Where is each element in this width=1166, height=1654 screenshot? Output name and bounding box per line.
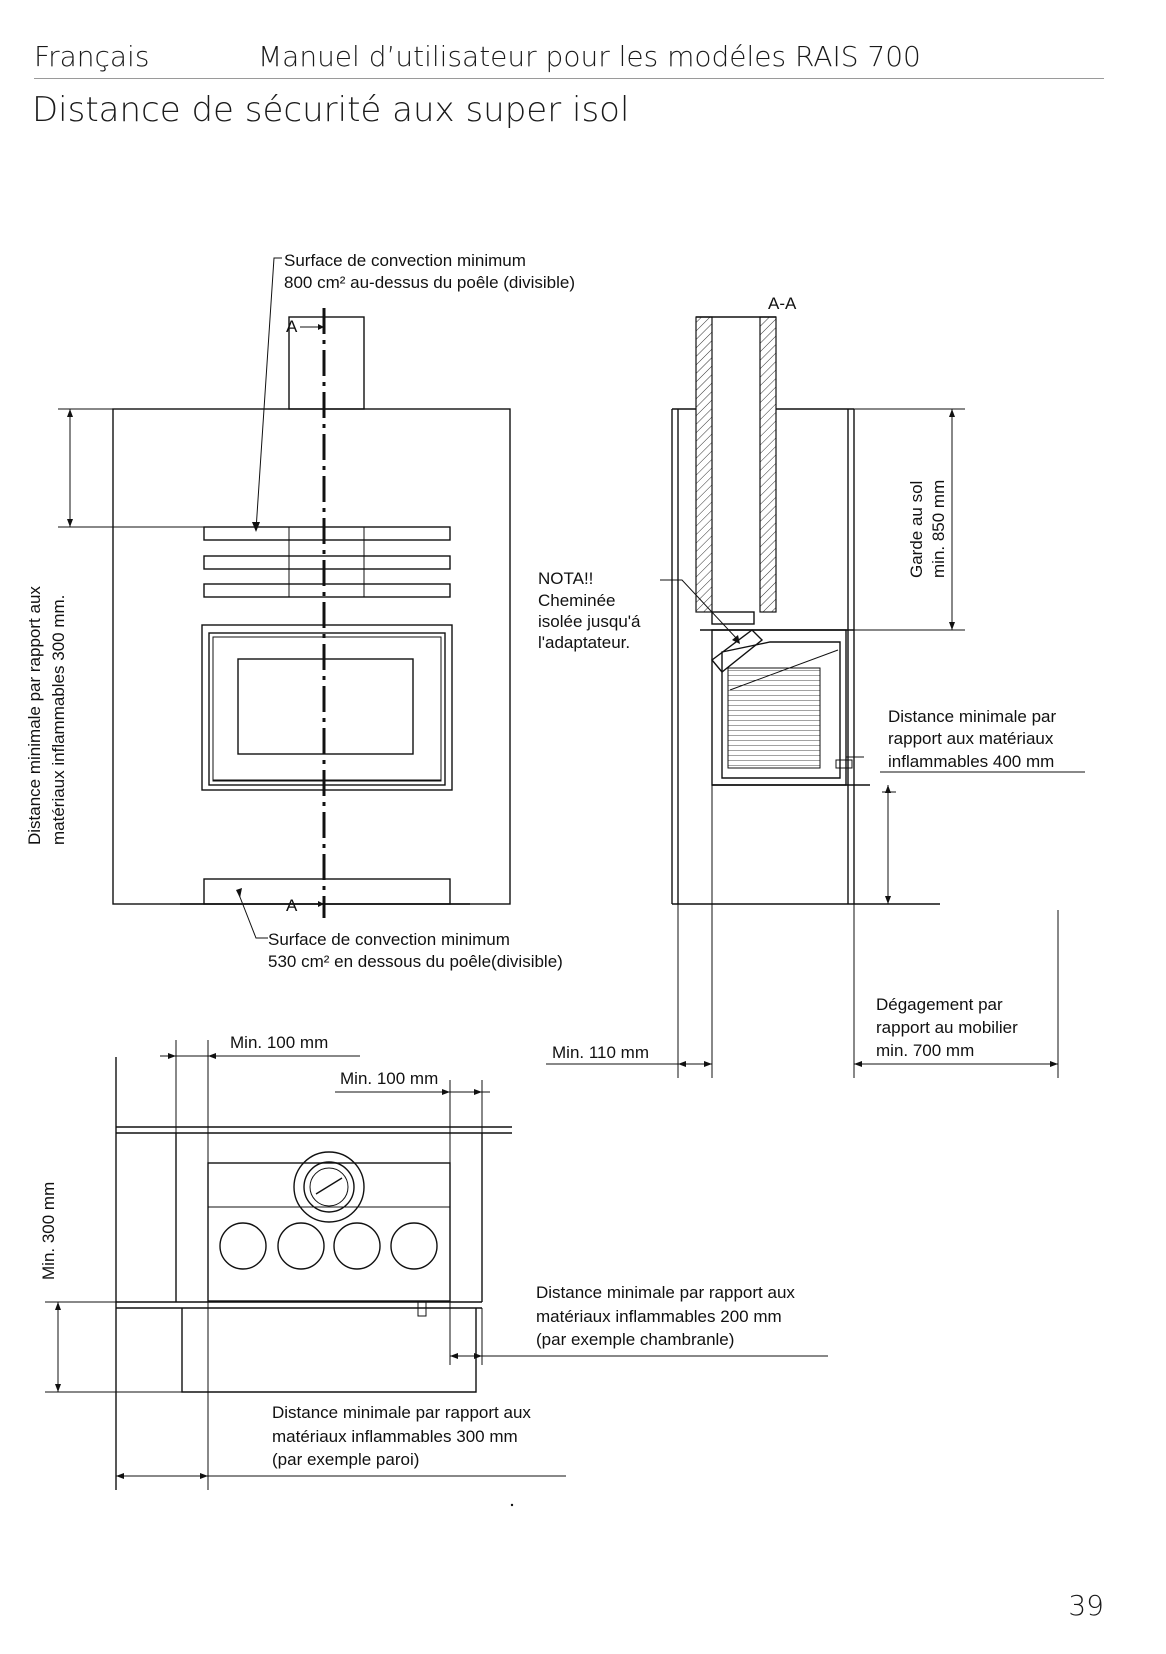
- nota-line4: l'adaptateur.: [538, 633, 630, 652]
- side-label-line2: matériaux inflammables 300 mm.: [49, 595, 68, 845]
- min-distance-400-line3: inflammables 400 mm: [888, 752, 1054, 771]
- min-100-a-label: Min. 100 mm: [230, 1033, 328, 1052]
- header-language: Français: [34, 40, 150, 73]
- min-300-label: Min. 300 mm: [39, 1182, 58, 1280]
- min-110-label: Min. 110 mm: [552, 1043, 649, 1062]
- furniture-line3: min. 700 mm: [876, 1041, 974, 1060]
- header-rule: [34, 78, 1104, 79]
- plan-view: Min. 100 mm Min. 100 mm Min. 300 mm Dist…: [39, 1033, 828, 1507]
- front-view: A A Surface de convection minimum 800 cm…: [25, 251, 575, 971]
- section-marker-bottom: A: [286, 896, 298, 915]
- nota-line1: NOTA!!: [538, 569, 593, 588]
- page-number: 39: [1068, 1589, 1104, 1622]
- floor-clearance-line2: min. 850 mm: [929, 480, 948, 578]
- nota-line2: Cheminée: [538, 591, 616, 610]
- convection-bottom-line2: 530 cm² en dessous du poêle(divisible): [268, 952, 563, 971]
- distance-200-line2: matériaux inflammables 200 mm: [536, 1307, 782, 1326]
- min-distance-400-line1: Distance minimale par: [888, 707, 1057, 726]
- nota-line3: isolée jusqu'á: [538, 612, 641, 631]
- distance-200-line3: (par exemple chambranle): [536, 1330, 734, 1349]
- furniture-line2: rapport au mobilier: [876, 1018, 1018, 1037]
- convection-top-line1: Surface de convection minimum: [284, 251, 526, 270]
- distance-200-line1: Distance minimale par rapport aux: [536, 1283, 795, 1302]
- min-distance-400-line2: rapport aux matériaux: [888, 729, 1054, 748]
- floor-clearance-line1: Garde au sol: [907, 481, 926, 578]
- convection-bottom-line1: Surface de convection minimum: [268, 930, 510, 949]
- distance-300-line3: (par exemple paroi): [272, 1450, 419, 1469]
- header-title: Manuel d’utilisateur pour les modéles RA…: [258, 40, 921, 73]
- distance-300-line2: matériaux inflammables 300 mm: [272, 1427, 518, 1446]
- section-view: A-A NOTA!! Cheminée isolée jusqu'á l'ada…: [538, 294, 1085, 1078]
- convection-top-line2: 800 cm² au-dessus du poêle (divisible): [284, 273, 575, 292]
- distance-300-line1: Distance minimale par rapport aux: [272, 1403, 531, 1422]
- page-heading: Distance de sécurité aux super isol: [32, 90, 630, 130]
- section-marker-top: A: [286, 317, 298, 336]
- section-title: A-A: [768, 294, 797, 313]
- furniture-line1: Dégagement par: [876, 995, 1003, 1014]
- min-100-b-label: Min. 100 mm: [340, 1069, 438, 1088]
- side-label-line1: Distance minimale par rapport aux: [25, 586, 44, 845]
